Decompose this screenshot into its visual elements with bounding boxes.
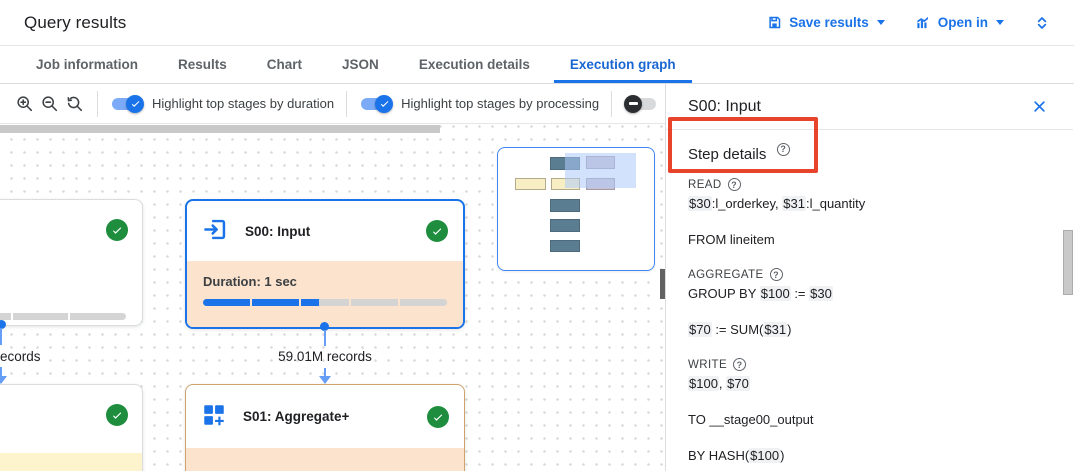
stage-node-s00[interactable]: S00: Input Duration: 1 sec — [185, 199, 465, 329]
toggle-duration-label: Highlight top stages by duration — [152, 96, 335, 111]
step-details-panel: S00: Input Step details READ $30:l_order… — [666, 84, 1073, 471]
aggregate-label: AGGREGATE — [688, 268, 764, 281]
duration-progress-bar — [0, 313, 127, 320]
edge-line — [324, 330, 326, 346]
header: Query results Save results Open in — [0, 0, 1074, 46]
read-label: READ — [688, 178, 722, 191]
zoom-in-button[interactable] — [16, 91, 34, 117]
vertical-scrollbar[interactable] — [660, 269, 665, 299]
graph-minimap[interactable] — [497, 147, 655, 271]
duration-section: Duration: 1 sec — [187, 261, 463, 327]
edge-line — [0, 367, 2, 376]
stage-title: S00: Input — [245, 223, 311, 239]
panel-header: S00: Input — [666, 84, 1073, 130]
horizontal-scrollbar[interactable] — [0, 125, 440, 133]
execution-graph-area: Highlight top stages by duration Highlig… — [0, 84, 666, 471]
aggregate-value: GROUP BY $100 := $30 — [688, 286, 833, 301]
zoom-reset-button[interactable] — [66, 91, 84, 117]
stage-node-partial-top[interactable] — [0, 199, 143, 326]
check-icon — [375, 94, 394, 113]
toolbar-divider — [611, 90, 613, 117]
zoom-out-button[interactable] — [41, 91, 59, 117]
edge-dot — [0, 320, 6, 329]
save-results-button[interactable]: Save results — [767, 15, 885, 30]
panel-scrollbar[interactable] — [1063, 230, 1073, 295]
read-section: READ $30:l_orderkey, $31:l_quantity — [688, 178, 1051, 212]
unfold-icon — [1034, 14, 1050, 32]
minimap-node — [550, 219, 580, 232]
write-label: WRITE — [688, 358, 728, 371]
duration-section — [186, 448, 464, 471]
step-details-title: Step details — [688, 146, 767, 163]
help-icon[interactable] — [769, 268, 783, 281]
minus-icon — [624, 94, 643, 113]
sum-value: $70 := SUM($31) — [688, 322, 792, 337]
header-actions: Save results Open in — [767, 14, 1050, 32]
edge-arrowhead — [319, 376, 331, 384]
expand-collapse-button[interactable] — [1034, 14, 1050, 32]
edge-records-label-partial: ecords — [0, 349, 41, 364]
help-icon[interactable] — [733, 358, 747, 371]
save-results-label: Save results — [789, 15, 869, 30]
duration-text: Duration: 1 sec — [203, 274, 297, 289]
tab-job-information[interactable]: Job information — [36, 57, 138, 72]
minimap-viewport[interactable] — [565, 153, 636, 188]
stage-node-partial-bottom[interactable] — [0, 384, 143, 471]
graph-toolbar: Highlight top stages by duration Highlig… — [0, 84, 665, 124]
page-title: Query results — [24, 12, 127, 32]
caret-down-icon — [876, 20, 885, 25]
graph-canvas[interactable]: S00: Input Duration: 1 sec 59.01M record… — [0, 124, 665, 471]
panel-body: Step details READ $30:l_orderkey, $31:l_… — [666, 130, 1073, 464]
aggregate-stage-icon — [201, 402, 227, 431]
chart-icon — [915, 15, 931, 30]
edge-line — [0, 328, 2, 345]
duration-progress-bar — [203, 299, 448, 306]
open-in-label: Open in — [937, 15, 988, 30]
open-in-button[interactable]: Open in — [915, 15, 1004, 30]
help-icon[interactable] — [727, 178, 741, 191]
tab-chart[interactable]: Chart — [266, 57, 303, 72]
edge-line — [324, 368, 326, 376]
tab-json[interactable]: JSON — [342, 57, 379, 72]
stage-node-s01[interactable]: S01: Aggregate+ — [185, 384, 465, 471]
read-value: $30:l_orderkey, $31:l_quantity — [688, 196, 866, 211]
minimap-node — [550, 199, 580, 212]
aggregate-section: AGGREGATE GROUP BY $100 := $30 — [688, 268, 1051, 302]
help-icon[interactable] — [776, 142, 790, 156]
input-stage-icon — [202, 216, 229, 246]
hash-value: BY HASH($100) — [688, 448, 785, 463]
tab-execution-details[interactable]: Execution details — [418, 57, 530, 72]
toggle-highlight-processing[interactable] — [359, 94, 394, 114]
status-complete-icon — [106, 219, 128, 241]
edge-records-label: 59.01M records — [278, 349, 372, 364]
to-value: TO __stage00_output — [688, 412, 814, 427]
stage-title: S01: Aggregate+ — [243, 409, 350, 424]
toolbar-divider — [97, 90, 98, 117]
tab-bar: Job information Results Chart JSON Execu… — [0, 46, 1074, 84]
status-complete-icon — [106, 404, 128, 426]
edge-arrowhead — [0, 376, 7, 384]
duration-section-yellow — [0, 453, 142, 471]
status-complete-icon — [426, 220, 448, 242]
toggle-third-option[interactable] — [624, 94, 658, 114]
write-section: WRITE $100, $70 — [688, 358, 1051, 392]
save-icon — [767, 15, 782, 30]
toggle-processing-label: Highlight top stages by processing — [401, 96, 600, 111]
check-icon — [126, 94, 144, 113]
status-complete-icon — [427, 405, 449, 428]
caret-down-icon — [996, 20, 1004, 25]
tab-execution-graph[interactable]: Execution graph — [553, 46, 692, 83]
content: Highlight top stages by duration Highlig… — [0, 84, 1074, 471]
minimap-node — [515, 178, 546, 190]
write-value: $100, $70 — [688, 376, 750, 391]
tab-results[interactable]: Results — [178, 57, 227, 72]
edge-dot — [320, 322, 329, 331]
panel-title: S00: Input — [688, 97, 761, 115]
close-icon[interactable] — [1032, 99, 1047, 114]
toolbar-divider — [346, 90, 348, 117]
toggle-highlight-duration[interactable] — [110, 94, 144, 114]
minimap-node — [550, 240, 580, 252]
from-value: FROM lineitem — [688, 232, 775, 247]
